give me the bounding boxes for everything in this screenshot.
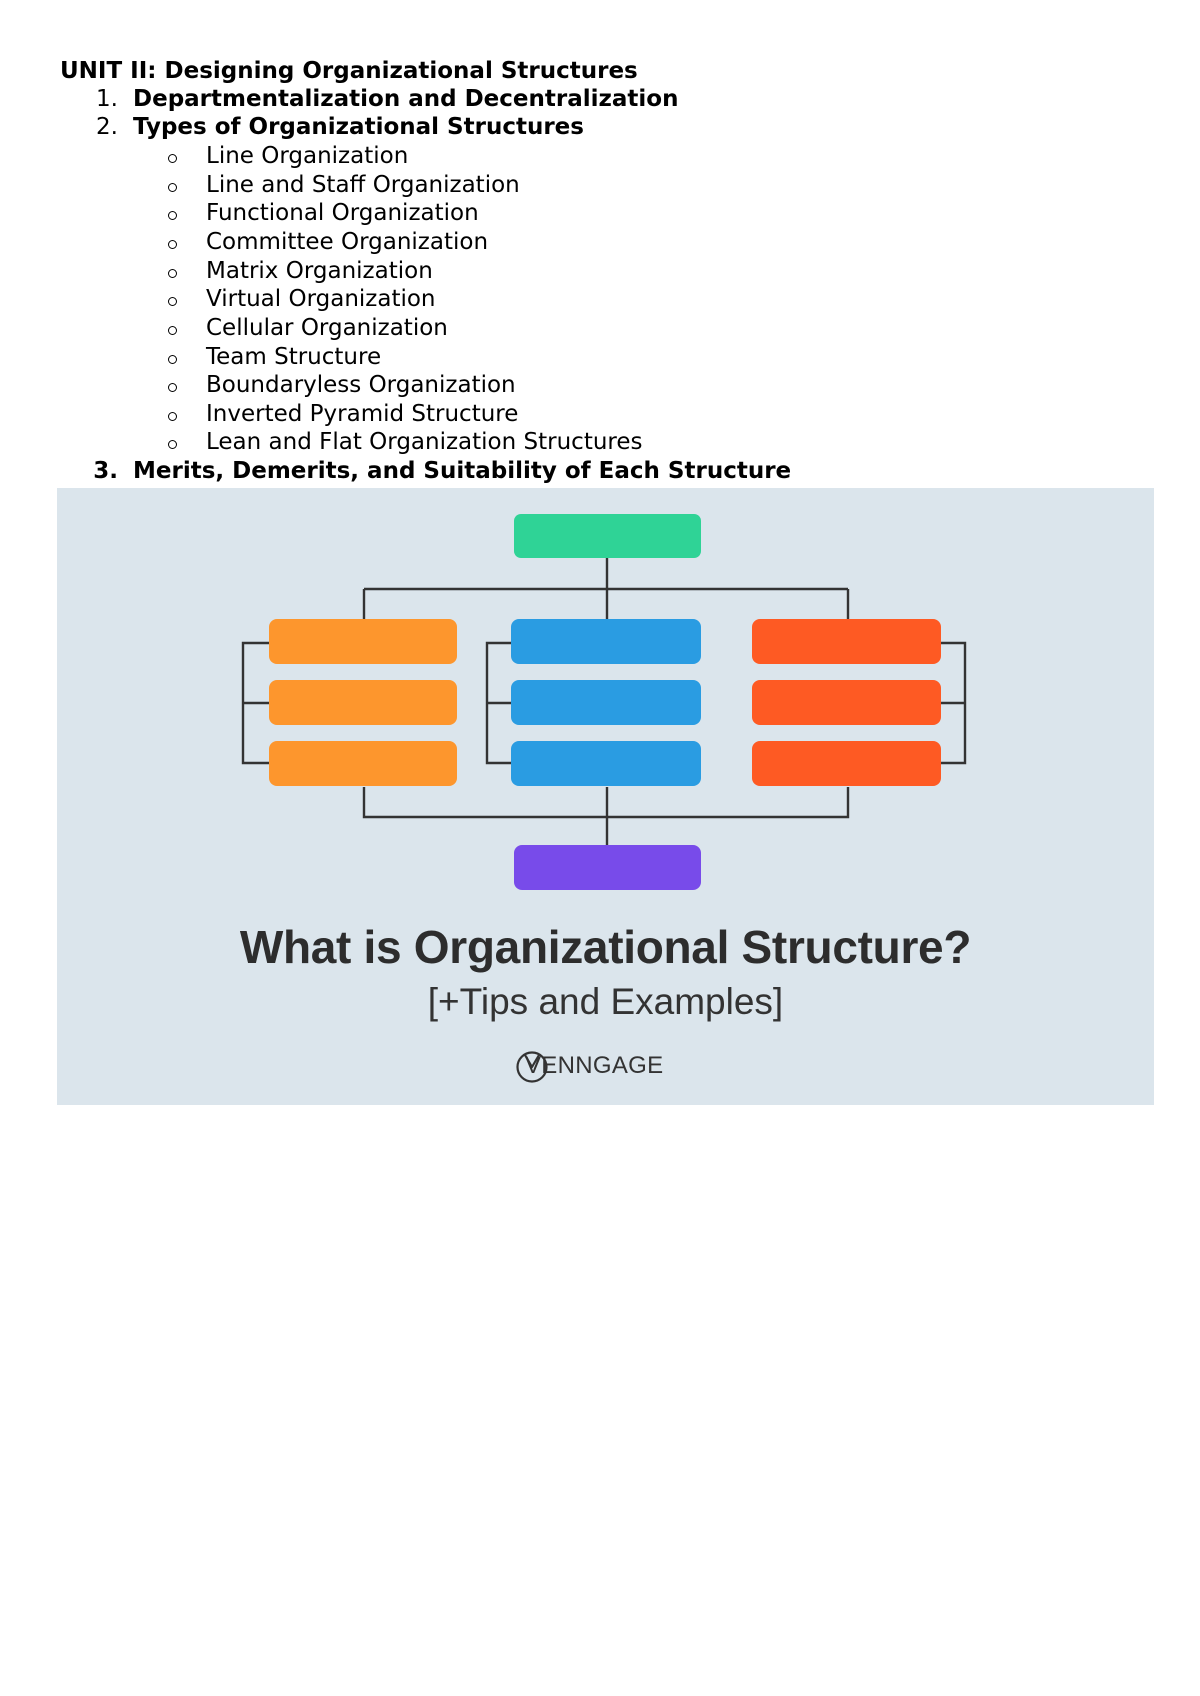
bullet-icon bbox=[168, 355, 177, 364]
bullet-icon bbox=[168, 154, 177, 163]
section-title: Types of Organizational Structures bbox=[133, 114, 584, 140]
list-item-label: Virtual Organization bbox=[206, 286, 436, 312]
org-box-left bbox=[269, 741, 457, 786]
list-item-label: Team Structure bbox=[206, 344, 382, 370]
list-item-label: Boundaryless Organization bbox=[206, 372, 516, 398]
bullet-icon bbox=[168, 269, 177, 278]
org-chart-illustration bbox=[241, 514, 967, 890]
org-box-right bbox=[752, 680, 941, 725]
bullet-icon bbox=[168, 326, 177, 335]
list-item-label: Line and Staff Organization bbox=[206, 172, 520, 198]
list-item-label: Lean and Flat Organization Structures bbox=[206, 429, 643, 455]
bullet-icon bbox=[168, 412, 177, 421]
section-number: 3. bbox=[93, 458, 118, 484]
bullet-icon bbox=[168, 383, 177, 392]
unit-title: UNIT II: Designing Organizational Struct… bbox=[60, 58, 638, 84]
list-item-label: Line Organization bbox=[206, 143, 409, 169]
org-box-bottom bbox=[514, 845, 701, 890]
org-box-right bbox=[752, 741, 941, 786]
org-box-right bbox=[752, 619, 941, 664]
bullet-icon bbox=[168, 211, 177, 220]
section-title: Merits, Demerits, and Suitability of Eac… bbox=[133, 458, 792, 484]
org-box-middle bbox=[511, 680, 701, 725]
connector-line bbox=[941, 641, 967, 765]
list-item-label: Inverted Pyramid Structure bbox=[206, 401, 519, 427]
bullet-icon bbox=[168, 297, 177, 306]
org-box-left bbox=[269, 680, 457, 725]
banner-subtitle: [+Tips and Examples] bbox=[427, 981, 784, 1022]
section-number: 2. bbox=[96, 114, 118, 140]
brand-logo: VENNGAGE bbox=[515, 1049, 663, 1083]
list-item-label: Cellular Organization bbox=[206, 315, 448, 341]
org-box-middle bbox=[511, 619, 701, 664]
org-box-top bbox=[514, 514, 701, 558]
org-structure-banner: What is Organizational Structure? [+Tips… bbox=[57, 488, 1154, 1105]
venngage-logo-icon bbox=[516, 1051, 548, 1083]
list-item-label: Committee Organization bbox=[206, 229, 489, 255]
list-item-label: Functional Organization bbox=[206, 200, 479, 226]
bullet-icon bbox=[168, 183, 177, 192]
section-number: 1. bbox=[96, 86, 118, 112]
section-title: Departmentalization and Decentralization bbox=[133, 86, 679, 112]
org-box-left bbox=[269, 619, 457, 664]
banner-title: What is Organizational Structure? bbox=[239, 921, 972, 973]
list-item-label: Matrix Organization bbox=[206, 258, 433, 284]
brand-name: VENNGAGE bbox=[525, 1052, 664, 1079]
org-box-middle bbox=[511, 741, 701, 786]
bullet-icon bbox=[168, 240, 177, 249]
bullet-icon bbox=[168, 440, 177, 449]
